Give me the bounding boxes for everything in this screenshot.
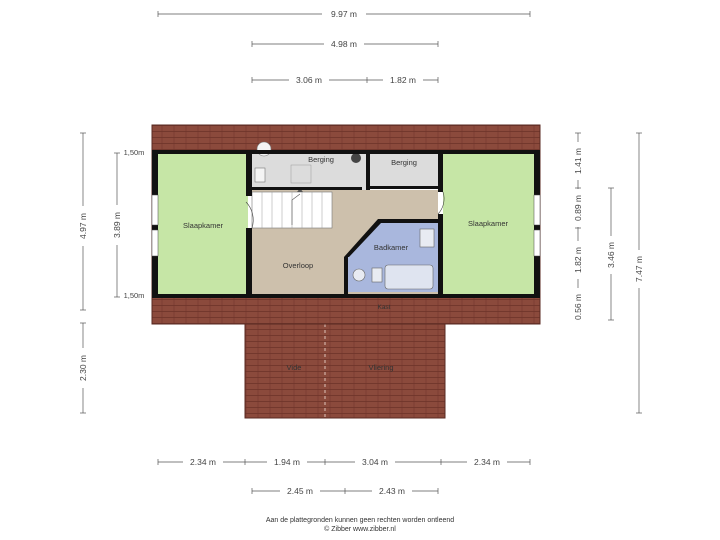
dim-right-4: 0.56 m <box>573 294 583 320</box>
roof-top <box>152 125 540 153</box>
roof-lower-section <box>245 324 445 418</box>
room-label-berging-1: Berging <box>308 155 334 164</box>
dim-right-total: 7.47 m <box>634 256 644 282</box>
room-label-vliering: Vliering <box>368 363 393 372</box>
dim-right-2: 0.89 m <box>573 195 583 221</box>
dim-left-inner: 3.89 m <box>112 212 122 238</box>
dim-bottom2-1: 2.45 m <box>287 486 313 496</box>
dim-top-b: 1.82 m <box>390 75 416 85</box>
dim-bottom-3: 3.04 m <box>362 457 388 467</box>
room-label-overloop: Overloop <box>283 261 313 270</box>
dim-left-knee-top: 1,50m <box>124 148 145 157</box>
roof-bottom <box>152 297 540 324</box>
drain <box>351 153 361 163</box>
building <box>151 124 541 419</box>
room-label-berging-2: Berging <box>391 158 417 167</box>
room-labels: Slaapkamer Slaapkamer Berging Berging Ov… <box>183 155 509 372</box>
bedroom-left-floor <box>158 153 248 297</box>
dim-left-lower: 2.30 m <box>78 355 88 381</box>
dim-left-knee-bottom: 1,50m <box>124 291 145 300</box>
dim-bottom-2: 1.94 m <box>274 457 300 467</box>
dim-right-1: 1.41 m <box>573 148 583 174</box>
storage-2-floor <box>370 153 438 187</box>
washbasin <box>419 228 435 248</box>
dim-right-mid: 3.46 m <box>606 242 616 268</box>
dim-left-outer: 4.97 m <box>78 213 88 239</box>
dim-right-3: 1.82 m <box>573 247 583 273</box>
bedroom-right-floor <box>443 153 534 297</box>
room-label-badkamer: Badkamer <box>374 243 409 252</box>
room-label-kast: Kast <box>377 304 390 311</box>
dim-bottom-1: 2.34 m <box>190 457 216 467</box>
dim-top-total: 9.97 m <box>331 9 357 19</box>
dim-top-mid: 4.98 m <box>331 39 357 49</box>
room-label-vide: Vide <box>287 363 302 372</box>
room-label-slaapkamer-right: Slaapkamer <box>468 219 509 228</box>
bathtub <box>384 264 434 290</box>
storage-1-floor <box>252 153 367 190</box>
footer-disclaimer: Aan de plattegronden kunnen geen rechten… <box>265 517 455 524</box>
dim-top-a: 3.06 m <box>296 75 322 85</box>
boiler <box>254 167 266 183</box>
footer-copyright: © Zibber www.zibber.nl <box>324 526 396 533</box>
room-label-slaapkamer-left: Slaapkamer <box>183 221 224 230</box>
dim-bottom2-2: 2.43 m <box>379 486 405 496</box>
dim-bottom-4: 2.34 m <box>474 457 500 467</box>
dimension-labels: 9.97 m 4.98 m 3.06 m 1.82 m 2.34 m 1.94 … <box>77 8 645 497</box>
toilet <box>352 268 366 282</box>
